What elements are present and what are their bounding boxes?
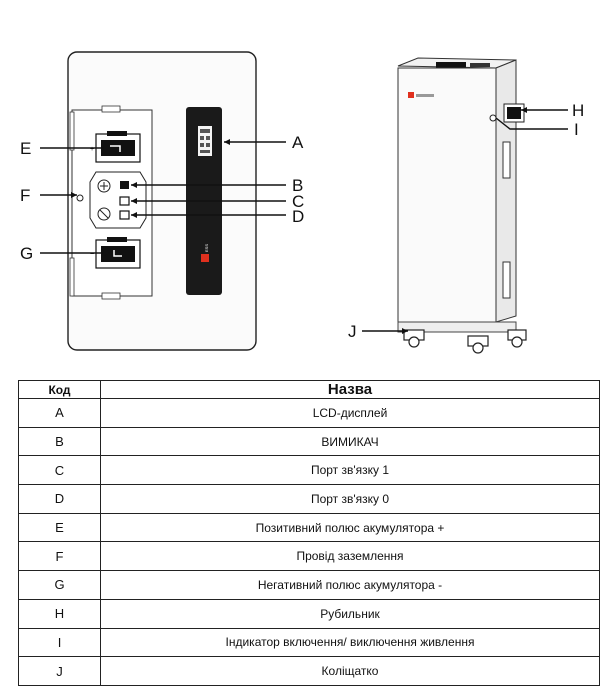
callout-g: G: [20, 244, 33, 263]
row-name: LCD-дисплей: [100, 398, 600, 428]
row-code: I: [18, 627, 101, 658]
row-name: Негативний полюс акумулятора -: [100, 570, 600, 600]
callout-b: B: [292, 176, 303, 195]
callout-e: E: [20, 139, 31, 158]
svg-text:+: +: [90, 146, 94, 153]
leader-arrows-left: [71, 139, 230, 256]
ground-screw-icon: [76, 194, 84, 202]
callout-j: J: [348, 322, 357, 341]
front-panel: + −: [67, 51, 257, 351]
leader-lines-right: [362, 109, 568, 332]
battery-diagram: + −: [20, 51, 584, 354]
wheels: [403, 329, 527, 354]
row-name: Коліщатко: [100, 656, 600, 686]
row-code: A: [18, 398, 101, 428]
row-code: G: [18, 570, 101, 600]
callout-h: H: [572, 101, 584, 120]
leader-arrows-right: [402, 107, 527, 334]
negative-terminal: −: [90, 237, 141, 269]
row-name: ВИМИКАЧ: [100, 426, 600, 457]
header-name: Назва: [100, 380, 600, 399]
control-module: [89, 171, 147, 229]
positive-terminal: +: [90, 131, 141, 163]
callout-i: I: [574, 120, 579, 139]
lcd-brand-label: ESS: [204, 244, 209, 252]
row-name: Порт зв'язку 1: [100, 455, 600, 486]
callout-c: C: [292, 192, 304, 211]
row-code: H: [18, 598, 101, 629]
row-code: J: [18, 656, 101, 686]
callout-a: A: [292, 133, 304, 152]
row-code: C: [18, 455, 101, 486]
row-code: B: [18, 426, 101, 457]
header-code: Код: [18, 380, 101, 399]
row-name: Провід заземлення: [100, 541, 600, 572]
table-header-row: Код Назва: [18, 380, 600, 399]
row-name: Індикатор включення/ виключення живлення: [100, 627, 600, 658]
callout-f: F: [20, 186, 30, 205]
row-code: F: [18, 541, 101, 572]
row-name: Рубильник: [100, 598, 600, 629]
leader-lines-left: [40, 141, 286, 254]
row-code: D: [18, 484, 101, 514]
svg-text:−: −: [90, 251, 94, 258]
row-name: Позитивний полюс акумулятора +: [100, 512, 600, 543]
callout-d: D: [292, 207, 304, 226]
power-indicator: [489, 114, 497, 122]
battery-cabinet: [397, 57, 527, 354]
row-code: E: [18, 512, 101, 543]
row-name: Порт зв'язку 0: [100, 484, 600, 514]
